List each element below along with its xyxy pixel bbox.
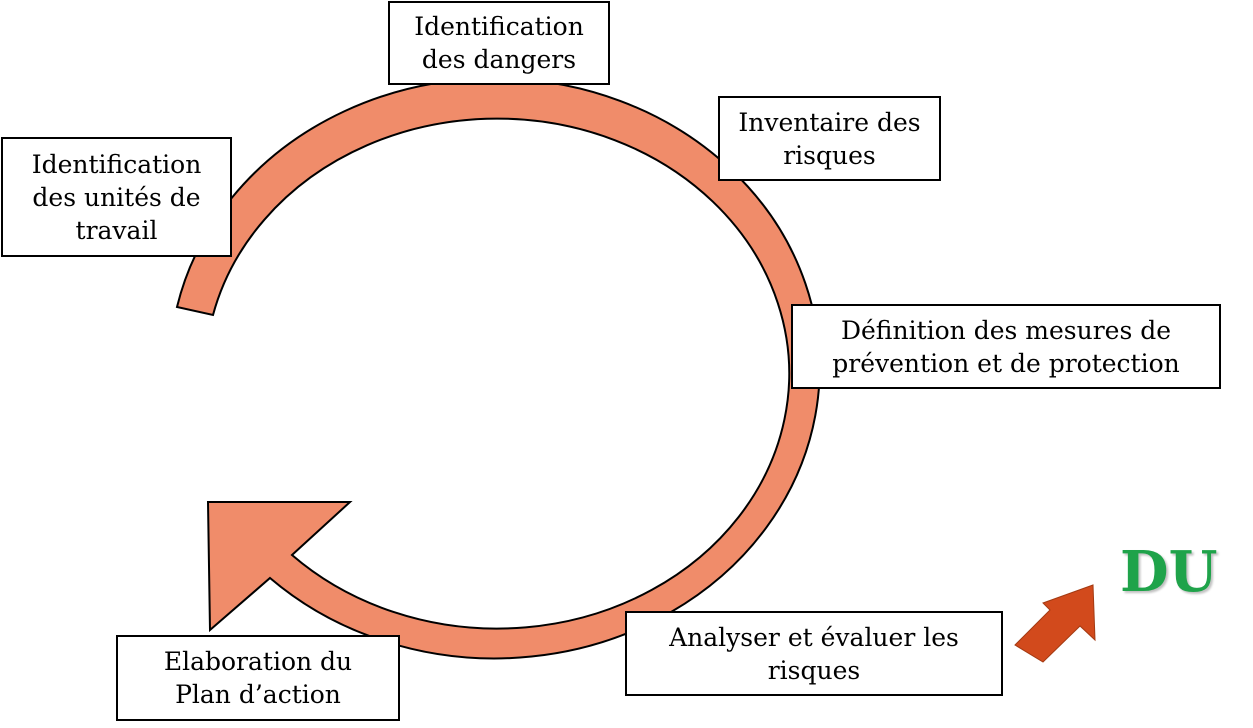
step-definition-mesures: Définition des mesures de prévention et … — [791, 304, 1221, 389]
du-label: DU — [1120, 539, 1218, 605]
step-identification-unites: Identification des unités de travail — [1, 137, 232, 257]
step-inventaire-risques: Inventaire des risques — [718, 96, 941, 181]
cycle-arrow — [175, 77, 821, 660]
arrow-up-right-icon — [1014, 584, 1096, 663]
step-elaboration-plan: Elaboration du Plan d’action — [116, 635, 400, 721]
step-analyser-evaluer: Analyser et évaluer les risques — [625, 611, 1003, 696]
step-identification-dangers: Identification des dangers — [388, 1, 610, 85]
